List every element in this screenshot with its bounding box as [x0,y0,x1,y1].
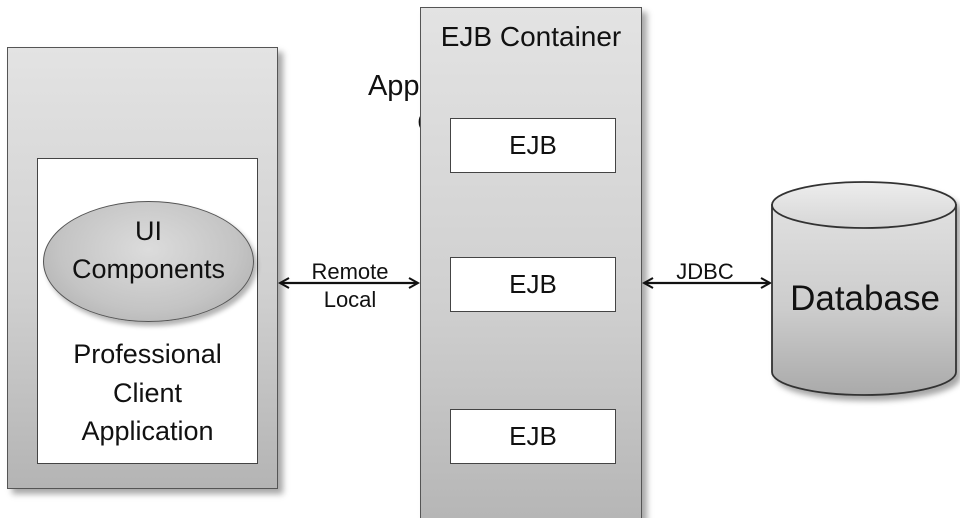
ejb-box [450,409,616,464]
ui-components-label-line2: Components [71,254,226,284]
ejb-container-title: EJB Container [440,21,622,52]
ejb-box-label: EJB [509,421,557,451]
ejb-box-label: EJB [509,130,557,160]
local-label: Local [323,287,377,312]
professional-client-application-label-line3: Application [81,416,214,446]
ui-components-label-line1: UI [135,216,162,246]
ejb-box-label: EJB [509,269,557,299]
professional-client-application-label-line2: Client [112,378,183,408]
jdbc-label: JDBC [676,259,734,284]
ui-components-ellipse [43,201,254,322]
ejb-box [450,118,616,173]
database-cylinder [771,181,957,396]
database-label: Database [790,279,940,318]
ejb-box [450,257,616,312]
remote-label: Remote [311,259,389,284]
professional-client-application-label-line1: Professional [73,339,222,369]
